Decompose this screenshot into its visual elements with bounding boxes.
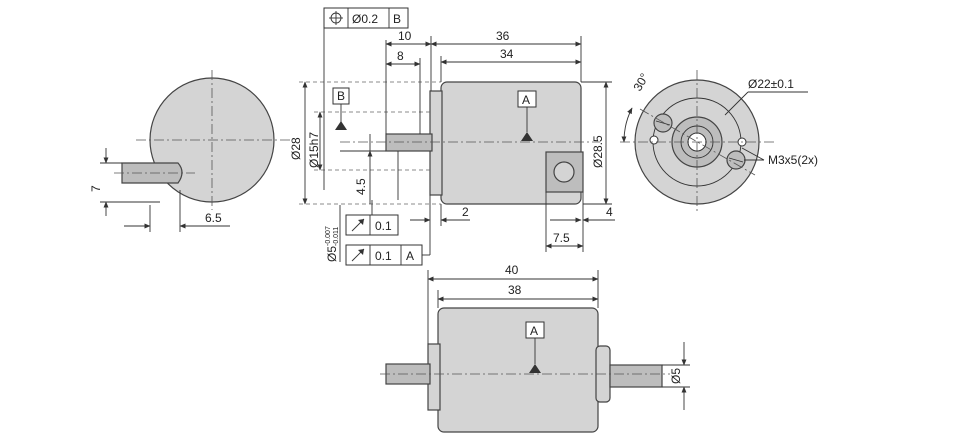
runout-datum-2: A (406, 249, 414, 263)
dim-2: 2 (462, 205, 469, 219)
position-tolerance-datum: B (393, 12, 401, 26)
datum-b-triangle (335, 121, 347, 130)
front-shaft (385, 133, 433, 152)
angle-30: 30° (630, 71, 651, 94)
bottom-cable (609, 364, 663, 388)
dim-d22: Ø22±0.1 (748, 77, 794, 91)
dim-45: 4.5 (354, 178, 368, 195)
bottom-body (437, 307, 599, 433)
dim-shaft-10: 10 (398, 29, 412, 43)
front-view: Ø0.2 B 36 34 10 8 B A Ø28 Ø15h7 (289, 7, 615, 266)
datum-b-label: B (337, 89, 345, 103)
screw-slot (655, 120, 671, 126)
front-connector-hole (553, 161, 575, 183)
datum-a-triangle (521, 132, 533, 141)
dim-d15h7: Ø15h7 (307, 132, 321, 168)
datum-a-triangle (529, 364, 541, 373)
right-view: 30° Ø22±0.1 M3x5(2x) (620, 70, 818, 214)
runout-value-1: 0.1 (375, 219, 392, 233)
thread-label: M3x5(2x) (768, 153, 818, 167)
datum-a-label-bottom: A (530, 324, 538, 338)
dim-40: 40 (505, 263, 519, 277)
dim-4: 4 (606, 205, 613, 219)
dim-total-length: 36 (496, 29, 510, 43)
leader-line (724, 91, 749, 116)
position-icon (329, 11, 343, 25)
dim-d5-tol-lower: -0.011 (333, 227, 340, 246)
position-tolerance-value: Ø0.2 (352, 12, 378, 26)
screw-slot (728, 157, 744, 163)
position-tolerance-frame (323, 7, 409, 29)
dim-shaft-8: 8 (397, 49, 404, 63)
dim-38: 38 (508, 283, 522, 297)
left-view: 7 6.5 (89, 70, 290, 232)
angle-arc (621, 107, 633, 143)
dim-d5: Ø5 (325, 246, 339, 262)
dim-left-width: 6.5 (205, 211, 222, 225)
runout-value-2: 0.1 (375, 249, 392, 263)
bottom-view: 40 38 A Ø5 (380, 263, 690, 433)
right-view-centerline-angled (639, 108, 756, 176)
leader-line (741, 147, 765, 161)
datum-a-label: A (522, 93, 530, 107)
runout-icon (351, 218, 365, 232)
dim-d5-tol-upper: -0.007 (325, 226, 332, 246)
runout-icon (351, 248, 365, 262)
dim-d5-bottom: Ø5 (669, 368, 683, 384)
dim-body-length: 34 (500, 47, 514, 61)
dim-d285: Ø28.5 (591, 135, 605, 168)
dim-d28: Ø28 (289, 137, 303, 160)
dim-left-height: 7 (89, 185, 103, 192)
mount-hole (649, 135, 659, 145)
dim-75: 7.5 (553, 231, 570, 245)
